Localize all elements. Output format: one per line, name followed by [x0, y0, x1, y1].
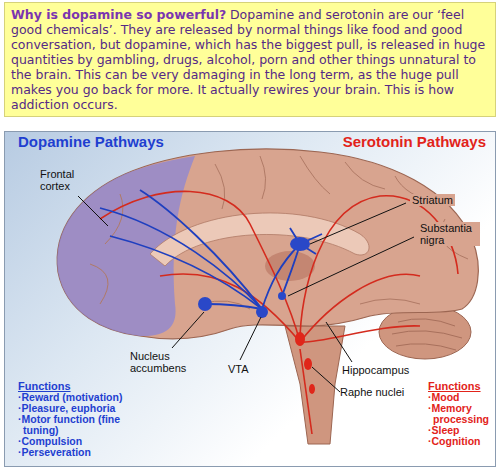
part-name: Hippocampus — [342, 364, 409, 376]
part-name: Nucleus accumbens — [130, 350, 192, 374]
text-box: Why is dopamine so powerful?Dopamine and… — [4, 2, 496, 117]
leader-lines — [78, 196, 414, 392]
function-item: ·Motor function (fine tuning) — [18, 414, 123, 436]
function-list: Functions·Mood·Memory processing·Sleep·C… — [428, 380, 494, 447]
raphe-spot — [309, 384, 315, 394]
substantia-nigra-spot — [278, 292, 286, 300]
function-item: ·Memory processing — [428, 403, 494, 425]
part-name: Striatum — [410, 194, 455, 206]
striatum-spot — [290, 237, 310, 251]
function-item: ·Cognition — [428, 436, 494, 447]
raphe-spot — [304, 358, 312, 370]
function-heading: Functions — [18, 380, 148, 392]
box-heading: Why is dopamine so powerful? — [11, 7, 226, 22]
part-name: Frontal cortex — [40, 168, 92, 192]
function-item: ·Mood — [428, 392, 494, 403]
dopamine-pathways — [100, 190, 322, 309]
function-item: ·Pleasure, euphoria — [18, 403, 148, 414]
function-item: ·Reward (motivation) — [18, 392, 148, 403]
pathway-heading: Dopamine Pathways — [18, 133, 164, 150]
nucleus-accumbens-spot — [198, 297, 212, 311]
brainstem — [285, 326, 345, 444]
cerebrum — [57, 149, 478, 339]
function-heading: Functions — [428, 380, 494, 392]
function-item: ·Perseveration — [18, 447, 148, 458]
serotonin-pathways — [100, 191, 458, 434]
function-item: ·Sleep — [428, 425, 494, 436]
box-body: Dopamine and serotonin are our ‘feel goo… — [11, 7, 485, 112]
part-name: Raphe nuclei — [340, 386, 404, 398]
part-name: Substantia nigra — [418, 222, 480, 246]
part-name: VTA — [228, 363, 249, 375]
vta-spot — [256, 306, 268, 318]
function-item: ·Compulsion — [18, 436, 148, 447]
function-list: Functions·Reward (motivation)·Pleasure, … — [18, 380, 148, 458]
cerebellum-folds — [392, 319, 462, 350]
raphe-spot — [295, 332, 305, 346]
pathway-heading: Serotonin Pathways — [343, 133, 486, 150]
